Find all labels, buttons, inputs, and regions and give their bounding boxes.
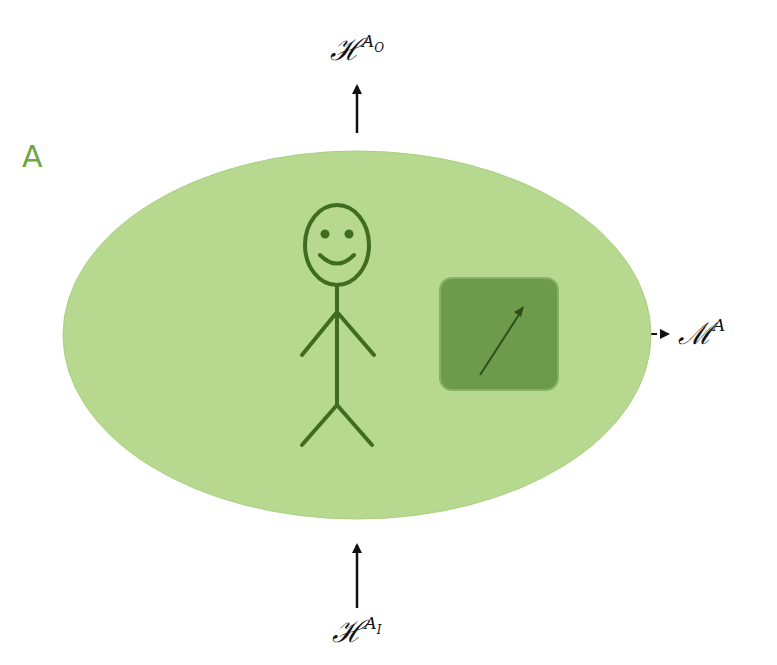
figure-head xyxy=(305,205,369,285)
figure-eye xyxy=(347,232,352,237)
measurement-label: ℳA xyxy=(678,319,725,349)
measurement-device xyxy=(440,278,558,390)
device-pointer-head xyxy=(514,306,524,317)
symbol-index: A xyxy=(362,31,374,51)
symbol-index: A xyxy=(364,613,376,633)
space-symbol: ℋ xyxy=(332,614,364,649)
output-space-label: ℋAO xyxy=(330,35,384,65)
symbol-index: A xyxy=(713,315,725,335)
figure-arm xyxy=(337,312,374,355)
input-arrow xyxy=(356,545,359,608)
region-ellipse xyxy=(63,151,651,519)
figure-leg xyxy=(337,405,372,445)
figure-leg xyxy=(302,405,337,445)
figure-body xyxy=(335,285,339,405)
region-ellipse xyxy=(62,150,652,520)
figure-eye xyxy=(323,232,328,237)
symbol-index: O xyxy=(374,41,384,55)
device-pointer xyxy=(480,310,522,375)
stick-figure xyxy=(302,205,374,445)
figure-arm xyxy=(302,312,337,355)
space-symbol: ℋ xyxy=(330,32,362,67)
output-arrow xyxy=(356,86,359,133)
figure-smile xyxy=(320,255,354,264)
input-space-label: ℋAI xyxy=(332,617,381,647)
agent-name: A xyxy=(22,142,43,172)
agent-region: A xyxy=(62,150,652,520)
space-symbol: ℳ xyxy=(678,316,713,351)
symbol-index: I xyxy=(377,623,382,637)
